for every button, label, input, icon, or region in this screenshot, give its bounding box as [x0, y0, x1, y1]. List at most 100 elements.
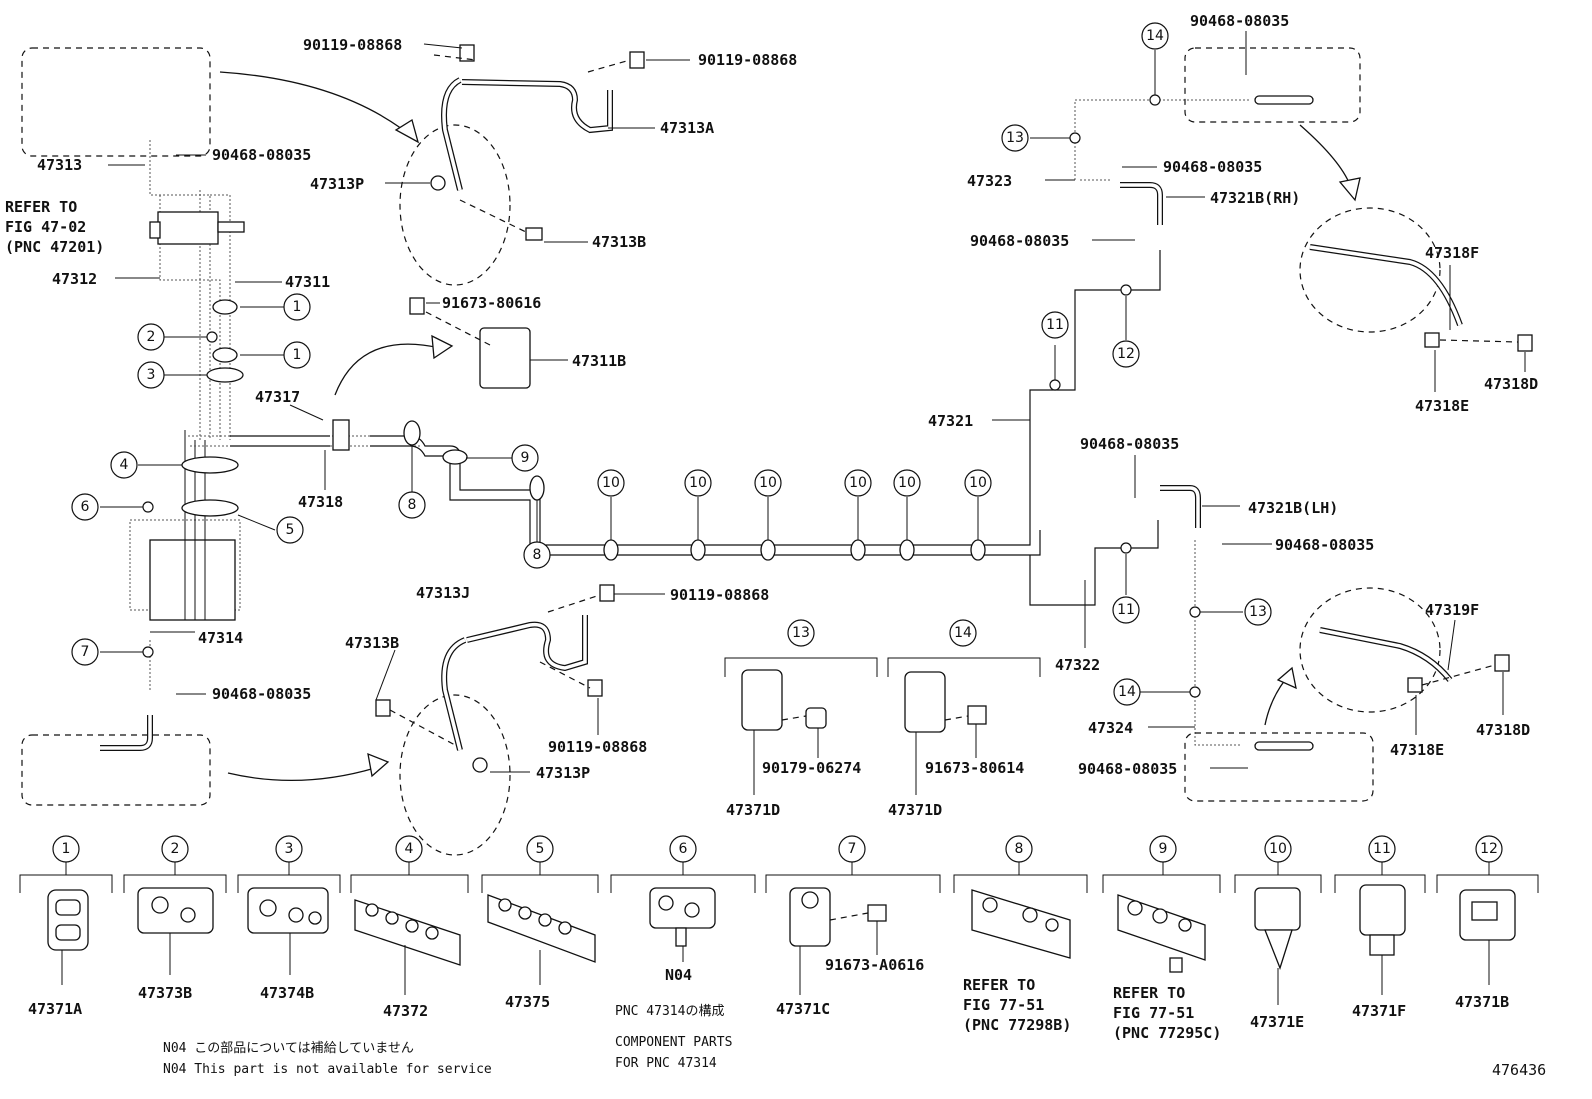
- svg-text:5: 5: [536, 841, 545, 857]
- clip-N04: [649, 887, 716, 962]
- svg-text:47317: 47317: [255, 388, 300, 406]
- line-47321: [1029, 250, 1161, 520]
- svg-text:13: 13: [1006, 130, 1024, 146]
- svg-text:7: 7: [848, 841, 857, 857]
- clamp-4: [181, 456, 239, 474]
- svg-text:11: 11: [1046, 317, 1064, 333]
- svg-text:90468-08035: 90468-08035: [212, 146, 311, 164]
- svg-text:47313A: 47313A: [660, 119, 714, 137]
- clip-47371F: [1359, 884, 1406, 995]
- svg-text:12: 12: [1117, 346, 1135, 362]
- clip-47371E: [1254, 887, 1301, 1005]
- svg-text:47313P: 47313P: [310, 175, 364, 193]
- svg-text:47313J: 47313J: [416, 584, 470, 602]
- clip-47371C: [789, 887, 887, 995]
- svg-text:11: 11: [1373, 841, 1391, 857]
- svg-text:14: 14: [1118, 684, 1136, 700]
- svg-text:FIG 77-51: FIG 77-51: [963, 996, 1044, 1014]
- svg-text:47322: 47322: [1055, 656, 1100, 674]
- svg-text:90468-08035: 90468-08035: [1163, 158, 1262, 176]
- part-labels: 90119-08868 90119-08868 47313A 47313P 47…: [5, 12, 1538, 819]
- diagram-id: 476436: [1492, 1061, 1546, 1079]
- svg-text:91673-80614: 91673-80614: [925, 759, 1024, 777]
- svg-text:47312: 47312: [52, 270, 97, 288]
- flex-hose-front: [100, 97, 151, 135]
- svg-text:91673-80616: 91673-80616: [442, 294, 541, 312]
- svg-text:1: 1: [293, 299, 302, 315]
- svg-text:47311B: 47311B: [572, 352, 626, 370]
- svg-text:47313B: 47313B: [592, 233, 646, 251]
- bracket-47311B: [479, 327, 531, 389]
- svg-text:REFER TO: REFER TO: [1113, 984, 1185, 1002]
- svg-text:47371A: 47371A: [28, 1000, 82, 1018]
- detail-circle-upper-left: [399, 124, 511, 286]
- label-90119-a: 90119-08868: [303, 36, 402, 54]
- svg-text:9: 9: [1159, 841, 1168, 857]
- svg-text:10: 10: [759, 475, 777, 491]
- clip-47371A: [47, 889, 89, 985]
- clip-47371B: [1459, 889, 1516, 985]
- svg-text:47318E: 47318E: [1415, 397, 1469, 415]
- detail-circle-lower-left: [399, 694, 511, 856]
- arrow-upper-left: [219, 71, 411, 136]
- front-right-wheel-area: [1184, 47, 1361, 123]
- svg-text:47318: 47318: [298, 493, 343, 511]
- svg-text:10: 10: [689, 475, 707, 491]
- svg-text:47314: 47314: [198, 629, 243, 647]
- svg-text:90468-08035: 90468-08035: [1080, 435, 1179, 453]
- svg-text:9: 9: [521, 450, 530, 466]
- tee-fitting: [332, 419, 350, 451]
- svg-text:(PNC 77295C): (PNC 77295C): [1113, 1024, 1221, 1042]
- svg-text:90468-08035: 90468-08035: [970, 232, 1069, 250]
- svg-text:90468-08035: 90468-08035: [1190, 12, 1289, 30]
- svg-text:90468-08035: 90468-08035: [1078, 760, 1177, 778]
- svg-text:FIG 77-51: FIG 77-51: [1113, 1004, 1194, 1022]
- clamp-3: [206, 367, 244, 383]
- svg-text:47323: 47323: [967, 172, 1012, 190]
- clip-47373B: [137, 887, 214, 975]
- svg-text:3: 3: [285, 841, 294, 857]
- rear-right-wheel-area: [1184, 732, 1374, 802]
- svg-text:47371F: 47371F: [1352, 1002, 1406, 1020]
- svg-text:13: 13: [1249, 604, 1267, 620]
- front-left-wheel-area: [21, 47, 211, 157]
- svg-text:90119-08868: 90119-08868: [698, 51, 797, 69]
- svg-text:47371D: 47371D: [888, 801, 942, 819]
- svg-text:8: 8: [1015, 841, 1024, 857]
- svg-text:90179-06274: 90179-06274: [762, 759, 861, 777]
- svg-text:90119-08868: 90119-08868: [670, 586, 769, 604]
- svg-text:8: 8: [408, 497, 417, 513]
- svg-text:PNC 47314の構成: PNC 47314の構成: [615, 1004, 724, 1019]
- svg-text:3: 3: [147, 367, 156, 383]
- svg-text:47324: 47324: [1088, 719, 1133, 737]
- svg-text:(PNC 47201): (PNC 47201): [5, 238, 104, 256]
- proportioning-valve: [157, 211, 219, 245]
- svg-text:47375: 47375: [505, 993, 550, 1011]
- svg-text:47318D: 47318D: [1484, 375, 1538, 393]
- svg-text:47318E: 47318E: [1390, 741, 1444, 759]
- clip-47375: [487, 894, 596, 985]
- clip-ref-77295C: [1117, 894, 1206, 973]
- svg-text:FOR PNC 47314: FOR PNC 47314: [615, 1056, 717, 1071]
- svg-text:47313P: 47313P: [536, 764, 590, 782]
- svg-text:47321B(RH): 47321B(RH): [1210, 189, 1300, 207]
- svg-text:4: 4: [120, 457, 129, 473]
- svg-text:47311: 47311: [285, 273, 330, 291]
- svg-text:14: 14: [954, 625, 972, 641]
- clamp-1-upper: [212, 299, 238, 315]
- svg-text:91673-A0616: 91673-A0616: [825, 956, 924, 974]
- component-legend: 1 2 3 4 5 6 7 8 9 10 11 12: [19, 835, 1546, 1079]
- svg-text:47318F: 47318F: [1425, 244, 1479, 262]
- svg-text:47321B(LH): 47321B(LH): [1248, 499, 1338, 517]
- detail-circle-lower-right: [1299, 587, 1441, 713]
- svg-text:10: 10: [969, 475, 987, 491]
- svg-text:FIG 47-02: FIG 47-02: [5, 218, 86, 236]
- clip-ref-77298B: [971, 889, 1071, 959]
- svg-text:14: 14: [1146, 28, 1164, 44]
- arrow-lower-left: [227, 767, 376, 782]
- svg-text:10: 10: [1269, 841, 1287, 857]
- svg-text:47318D: 47318D: [1476, 721, 1530, 739]
- svg-text:47313B: 47313B: [345, 634, 399, 652]
